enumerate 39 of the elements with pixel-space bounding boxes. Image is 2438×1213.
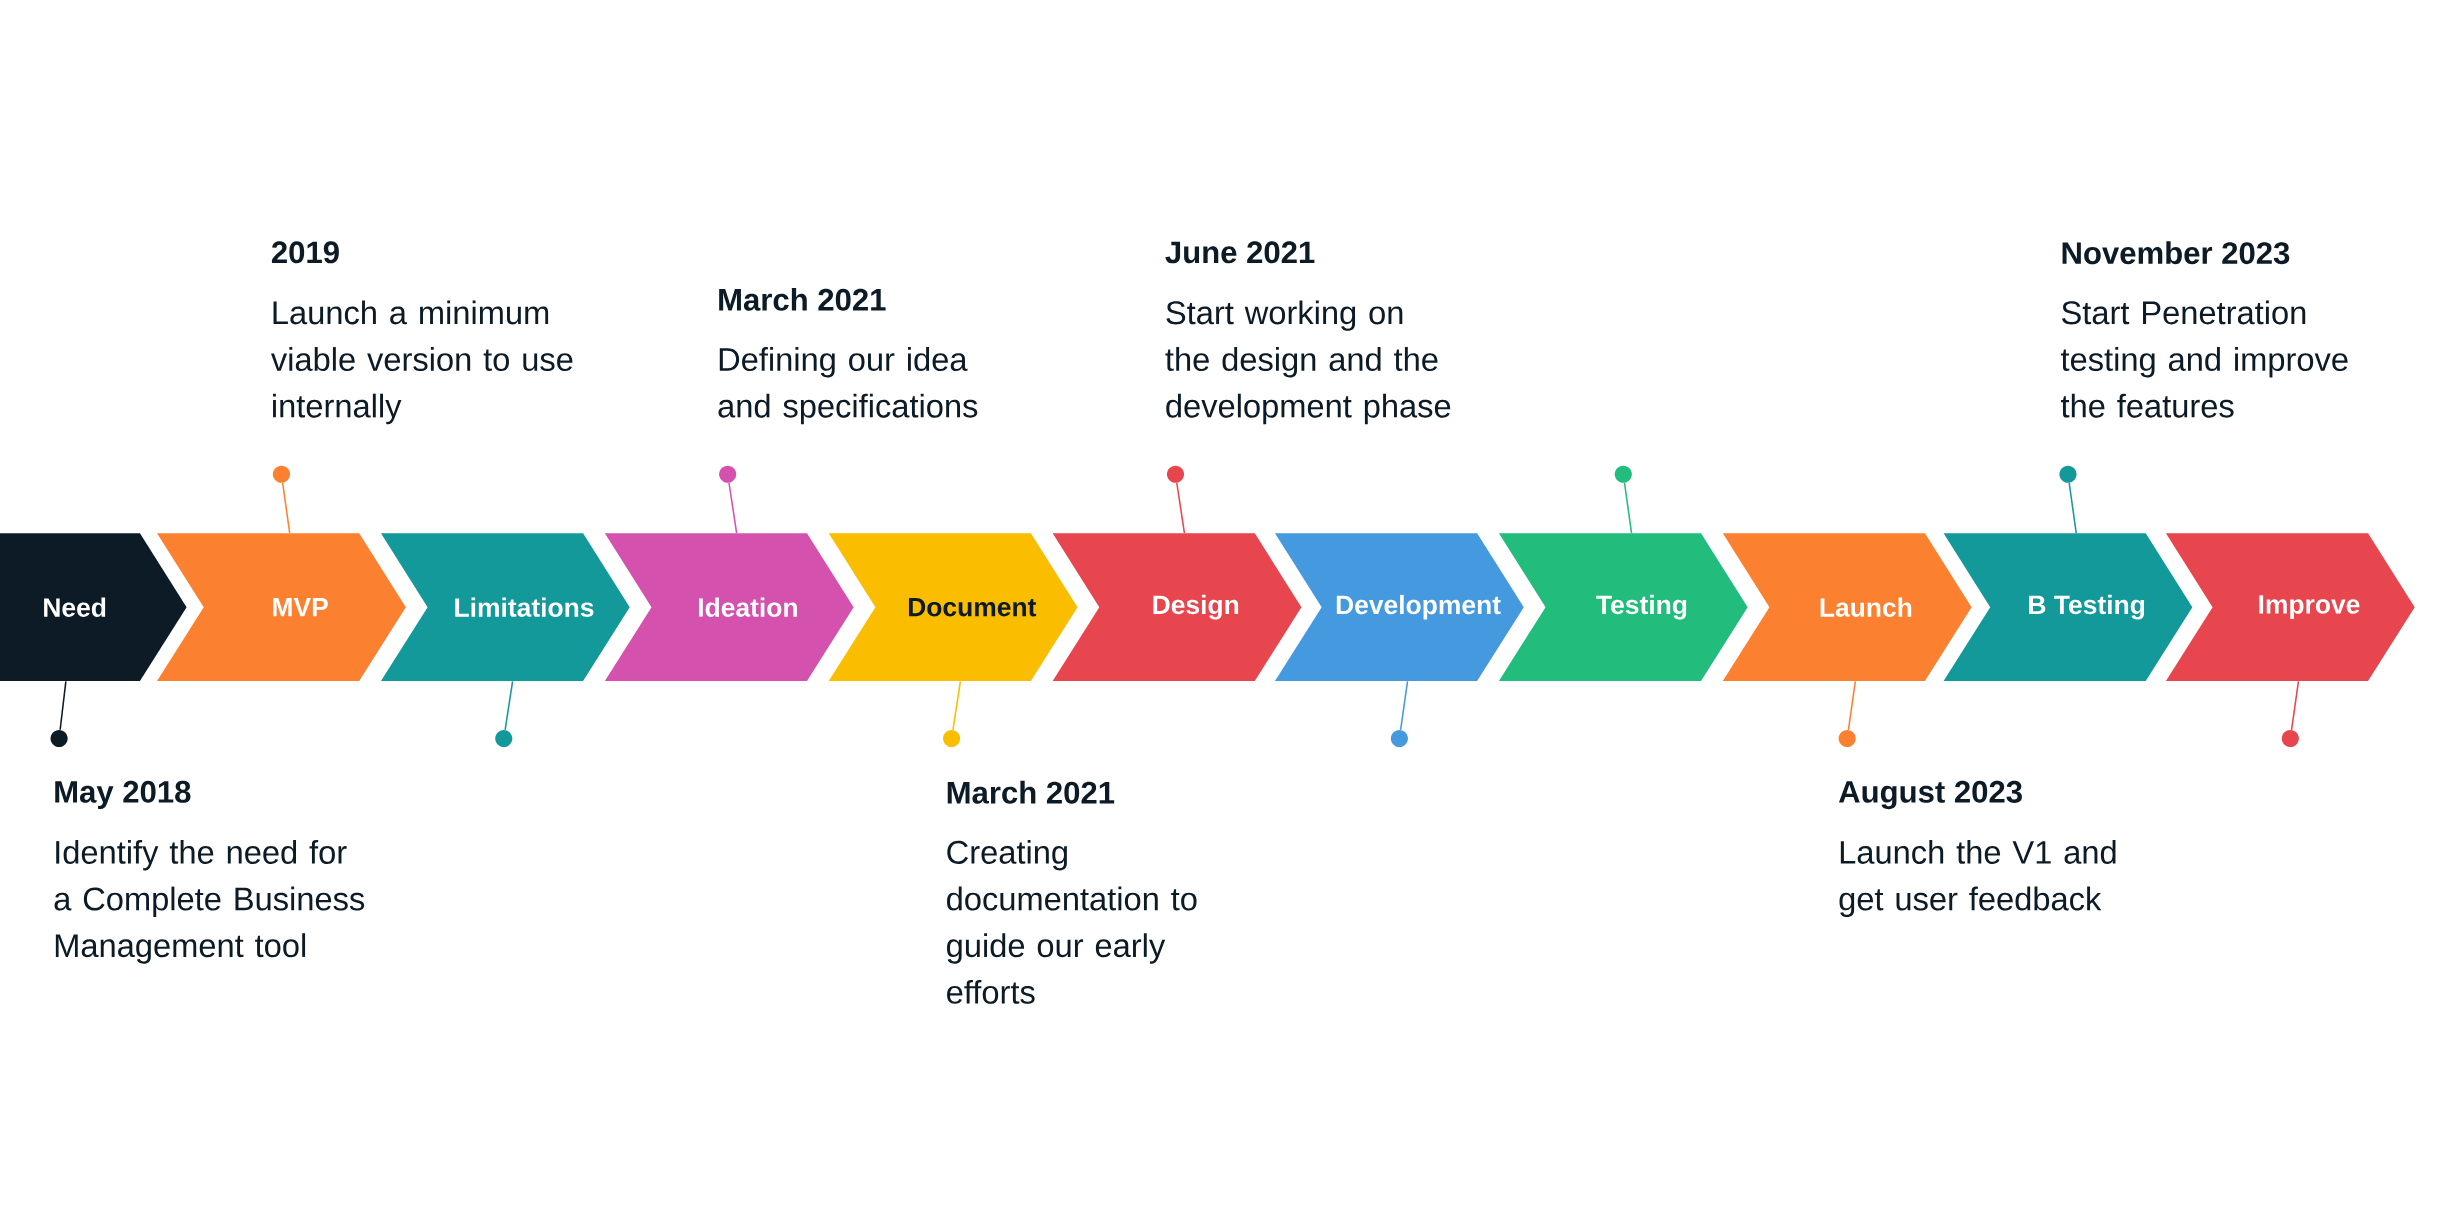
dot: [495, 730, 513, 748]
date-label: May 2018: [55, 781, 191, 810]
description-text: Start working on the design and the development phase: [1165, 300, 1451, 425]
dot: [2281, 730, 2299, 748]
date-label: August 2023: [1838, 781, 2022, 810]
leader-line: [728, 482, 738, 534]
process-step: Design: [1052, 533, 1302, 682]
date-label: 2019: [271, 241, 339, 264]
process-step: Launch: [1722, 533, 1972, 682]
leader-line: [2290, 680, 2300, 731]
dot: [1614, 465, 1632, 483]
date-label: November 2023: [2062, 241, 2290, 265]
process-step: Development: [1275, 533, 1524, 682]
description-text: Defining our idea and specifications: [718, 347, 978, 425]
description-text: Start Penetration testing and improve the features: [2061, 300, 2348, 418]
leader-line: [1847, 680, 1857, 731]
date-label: March 2021: [947, 780, 1115, 804]
process-step: Ideation: [604, 533, 854, 682]
description-text: Launch a minimum viable version to use internally: [271, 300, 573, 425]
process-step: Need: [0, 533, 187, 682]
date-label: June 2021: [1165, 241, 1315, 264]
leader-line: [281, 482, 291, 534]
process-step: MVP: [157, 533, 406, 682]
process-step: B Testing: [1943, 533, 2193, 682]
leader-line: [504, 680, 514, 731]
date-label: March 2021: [719, 288, 886, 311]
leader-line: [1623, 482, 1633, 534]
leader-line: [952, 680, 962, 731]
process-step: Limitations: [380, 533, 630, 682]
description-text: Creating documentation to guide our early efforts: [947, 840, 1197, 1004]
dot: [1390, 730, 1408, 748]
description-text: Launch the V1 and get user feedback: [1839, 840, 2116, 918]
leader-line: [1176, 482, 1186, 534]
process-step: Document: [828, 533, 1078, 682]
leader-line: [59, 680, 67, 731]
description-text: Identify the need for a Complete Business Management tool: [54, 840, 365, 964]
leader-line: [1399, 680, 1409, 731]
leader-line: [2068, 482, 2077, 534]
process-step: Improve: [2165, 533, 2415, 682]
